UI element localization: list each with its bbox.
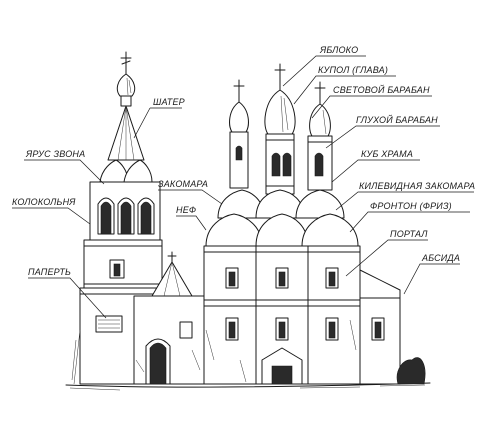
label-blind-drum: ГЛУХОЙ БАРАБАН	[356, 114, 438, 125]
label-dome: КУПОЛ (ГЛАВА)	[318, 65, 388, 75]
bell-tower-drawing	[71, 51, 167, 385]
label-porch: ПАПЕРТЬ	[28, 267, 71, 277]
label-apse: АБСИДА	[421, 253, 460, 263]
leader-lines	[12, 55, 474, 319]
label-temple-cube: КУБ ХРАМА	[361, 149, 413, 159]
church-drawing	[203, 63, 426, 385]
label-apple: ЯБЛОКО	[319, 45, 358, 55]
label-nave: НЕФ	[176, 205, 196, 215]
label-pediment: ФРОНТОН (ФРИЗ)	[370, 201, 452, 211]
label-portal: ПОРТАЛ	[390, 229, 428, 239]
labels: ЯБЛОКО КУПОЛ (ГЛАВА) СВЕТОВОЙ БАРАБАН ГЛ…	[12, 45, 475, 277]
label-zakomara: ЗАКОМАРА	[158, 179, 208, 189]
label-light-drum: СВЕТОВОЙ БАРАБАН	[333, 84, 430, 95]
label-belfry: КОЛОКОЛЬНЯ	[12, 197, 76, 207]
label-keeled-zakomara: КИЛЕВИДНАЯ ЗАКОМАРА	[359, 181, 475, 191]
label-tent: ШАТЕР	[153, 97, 185, 107]
label-bell-tier: ЯРУС ЗВОНА	[25, 149, 85, 159]
ground-line	[65, 382, 431, 388]
